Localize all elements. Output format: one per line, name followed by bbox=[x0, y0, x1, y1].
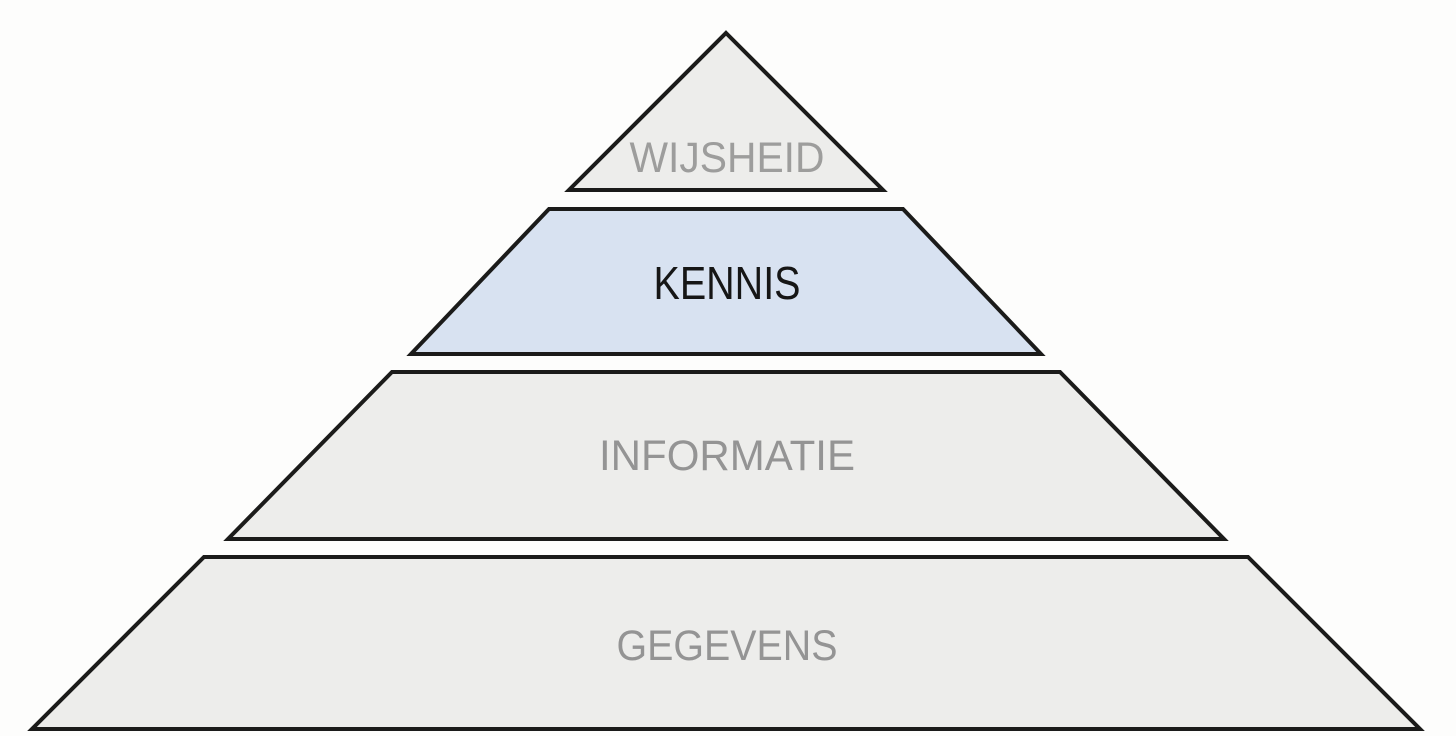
layer-gegevens-shape bbox=[27, 555, 1425, 731]
layer-kennis: KENNIS bbox=[406, 207, 1046, 356]
layer-wijsheid-shape bbox=[564, 30, 888, 192]
layer-informatie: INFORMATIE bbox=[223, 370, 1229, 541]
layer-kennis-shape bbox=[406, 207, 1046, 356]
layer-informatie-shape bbox=[223, 370, 1229, 541]
layer-informatie-label: INFORMATIE bbox=[599, 432, 855, 480]
layer-gegevens: GEGEVENS bbox=[27, 555, 1425, 731]
layer-kennis-label: KENNIS bbox=[654, 257, 801, 309]
layer-wijsheid-label: WIJSHEID bbox=[630, 134, 825, 182]
layer-wijsheid: WIJSHEID bbox=[564, 30, 888, 192]
layer-gegevens-label: GEGEVENS bbox=[617, 622, 838, 670]
